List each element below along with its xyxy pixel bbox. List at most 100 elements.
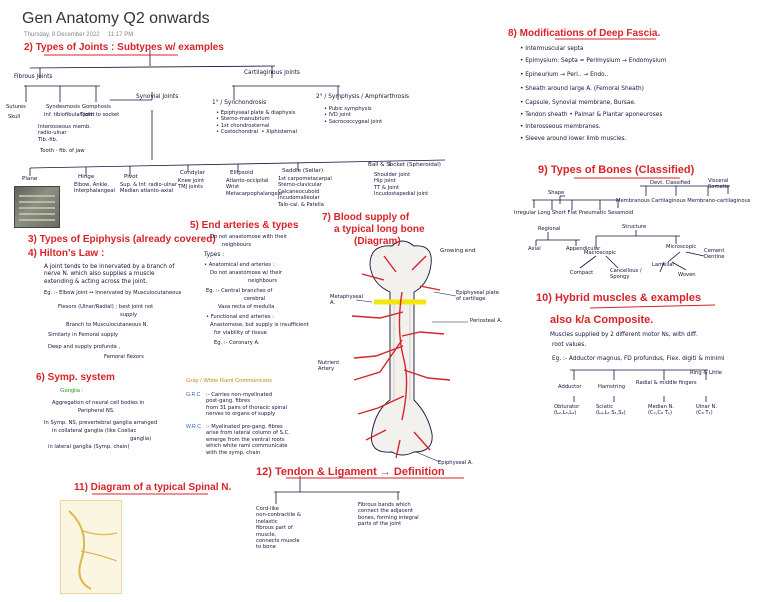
fascia-item-2: • Epimysium: Septa = Perimysium → Endomy…	[520, 58, 667, 64]
hybrid-ring-little-label: Ring & Little	[690, 370, 723, 376]
bones-appendicular-label: Appendicular	[566, 246, 601, 252]
end-arteries-example-1b: cerebral	[244, 296, 266, 302]
symp-line-3: In Symp. NS, prevertebral ganglia arrang…	[44, 420, 158, 426]
synovial-type-ellipsoid: Ellipsoid	[230, 170, 254, 176]
bones-axial-label: Axial	[528, 246, 541, 252]
fascia-item-1: • Intermuscular septa	[520, 46, 584, 52]
anatomical-end-arteries-desc: Do not anastomose w/ their	[210, 270, 283, 276]
synovial-type-plane: Plane	[22, 176, 38, 182]
plane-joint-photo-image	[14, 186, 60, 228]
synovial-type-condylar: Condylar	[180, 170, 206, 176]
rami-communicans-heading: Gray / White Rami Communicans	[186, 378, 273, 384]
ball-socket-examples: Shoulder joint Hip joint TT & Joint Incu…	[374, 172, 429, 198]
symp-line-5: ganglia)	[130, 436, 152, 442]
grc-description: :- Carries non-myelinated post-gang. fib…	[206, 392, 287, 418]
bones-microscopic-label: Microscopic	[666, 244, 697, 250]
joints-heading: 2) Types of Joints : Subtypes w/ example…	[24, 42, 224, 53]
bones-development-right: Visceral Somatic	[708, 178, 730, 191]
tendon-definition: Cord-like non-contractile & inelastic fi…	[256, 506, 301, 551]
fascia-item-5: • Capsule, Synovial membrane, Bursae.	[520, 100, 636, 106]
bones-shape-label: Shape	[548, 190, 565, 196]
blood-supply-heading-3: (Diagram)	[354, 236, 401, 247]
primary-cartilaginous-list: • Epiphyseal plate & diaphysis • Sterno-…	[216, 110, 297, 136]
fascia-item-8: • Sleeve around lower limb muscles.	[520, 136, 627, 142]
syndesmosis-label: Syndesmosis	[46, 104, 80, 110]
cartilaginous-joints-label: Cartilaginous Joints	[244, 70, 300, 76]
interosseous-note: Interosseous memb. radio-ulnar Tib.-fib.	[38, 124, 91, 143]
tendon-ligament-heading: 12) Tendon & Ligament → Definition	[256, 466, 445, 478]
bones-cancellous-label: Cancellous / Spongy	[610, 268, 642, 281]
hilton-example-3: supply	[120, 312, 138, 318]
hybrid-muscles-subheading: also k/a Composite.	[550, 314, 654, 326]
blood-supply-heading-2: a typical long bone	[334, 224, 425, 235]
deep-fascia-heading: 8) Modifications of Deep Fascia.	[508, 28, 661, 39]
primary-cartilaginous-label: 1° / Synchondrosis	[212, 100, 267, 106]
functional-end-arteries-desc-2: for viability of tissue	[214, 330, 267, 336]
synovial-joints-label: Synovial Joints	[136, 94, 179, 100]
hinge-examples: Elbow, Ankle, Interphalangeal	[74, 182, 115, 195]
secondary-cartilaginous-list: • Pubic symphysis • IVD joint • Sacrococ…	[324, 106, 383, 125]
hilton-example-4: Branch to Musculocutaneous N.	[66, 322, 149, 328]
synovial-type-saddle: Saddle (Sellar)	[282, 168, 324, 174]
fascia-item-7: • Interosseous membranes.	[520, 124, 601, 130]
gomphosis-label: Gomphosis	[82, 104, 111, 110]
bones-regional-label: Regional	[538, 226, 561, 232]
fascia-item-3: • Epineurium → Peri.. → Endo..	[520, 72, 609, 78]
symp-line-1: Aggregation of neural cell bodies in	[52, 400, 145, 406]
page-title: Gen Anatomy Q2 onwards	[22, 10, 210, 27]
ganglia-label: Ganglia :	[60, 388, 84, 394]
gomphosis-example: Tooth to socket	[80, 112, 120, 118]
ellipsoid-examples: Atlanto-occipital Wrist Metacarpophalang…	[226, 178, 283, 197]
saddle-examples: 1st carpometacarpal Sterno-clavicular Ca…	[278, 176, 332, 208]
hybrid-radial-middle-nerve: Median N. (C₇,C₈ T₁)	[648, 404, 675, 417]
bones-lamellar-label: Lamellar	[652, 262, 675, 268]
anatomical-end-arteries-desc-2: neighbours	[248, 278, 278, 284]
bones-development-items: Membranous Cartilaginous Membrano-cartil…	[616, 198, 751, 204]
hilton-definition: A joint tends to be innervated by a bran…	[44, 264, 175, 285]
hilton-example-6: Deep and supply profunda ,	[48, 344, 121, 350]
fascia-item-4: • Sheath around large A. (Femoral Sheath…	[520, 86, 644, 92]
bone-types-heading: 9) Types of Bones (Classified)	[538, 164, 695, 176]
metaphyseal-artery-label: Metaphyseal A.	[330, 294, 364, 307]
hybrid-muscles-heading: 10) Hybrid muscles & examples	[536, 292, 702, 304]
bones-development-label: Devt. Classified	[650, 180, 691, 186]
bones-structure-label: Structure	[622, 224, 647, 230]
page-date: Thursday, 8 December 2022	[24, 32, 100, 38]
hybrid-line-3: Eg. :- Adductor magnus, FD profundus, Fl…	[552, 356, 725, 362]
bones-compact-label: Compact	[570, 270, 594, 276]
functional-end-arteries: • Functional end arteries :	[206, 314, 274, 320]
page-time: 11:17 PM	[107, 32, 134, 38]
end-arteries-line-1: Do not anastomose with their	[210, 234, 288, 240]
epiphyseal-plate-label: Epiphyseal plate of cartilage	[456, 290, 499, 303]
periosteal-artery-label: Periosteal A.	[470, 318, 503, 324]
nutrient-artery-label: Nutrient Artery	[318, 360, 340, 373]
hybrid-hamstring-nerve: Sciatic (L₄,L₅ S₁,S₂)	[596, 404, 626, 417]
hybrid-hamstring-label: Hamstring	[598, 384, 626, 390]
symp-line-2: Peripheral NS.	[78, 408, 115, 414]
hybrid-line-2: root values.	[552, 342, 587, 348]
pivot-examples: Sup. & Inf. radio-ulnar Median atlanto-a…	[120, 182, 177, 195]
hilton-example-7: Femoral flexors	[104, 354, 144, 360]
end-arteries-heading: 5) End arteries & types	[190, 220, 299, 231]
epiphysis-heading: 3) Types of Epiphysis (already covered)	[28, 234, 216, 245]
bones-shape-items: Irregular Long Short Flat Pneumatic Sesa…	[514, 210, 634, 216]
hybrid-adductor-label: Adductor	[558, 384, 582, 390]
long-bone-diagram	[351, 240, 468, 463]
anatomical-end-arteries: • Anatomical end arteries :	[204, 262, 275, 268]
hybrid-ring-little-nerve: Ulnar N. (C₈ T₁)	[696, 404, 718, 417]
symp-line-4: in collateral ganglia (like Coeliac	[52, 428, 137, 434]
epiphyseal-artery-label: Epiphyseal A.	[438, 460, 473, 466]
fibrous-joints-label: Fibrous Joints	[14, 74, 53, 80]
end-arteries-example-1: Eg. :- Central branches of	[206, 288, 273, 294]
end-arteries-line-2: neighbours	[222, 242, 252, 248]
fibrous-note: Tooth - fib. of jaw	[40, 148, 85, 154]
hybrid-radial-middle-label: Radial & middle fingers	[636, 380, 697, 386]
bones-macroscopic-label: Macroscopic	[584, 250, 617, 256]
hybrid-adductor-nerve: Obturator (L₂,L₃,L₄)	[554, 404, 580, 417]
bones-cement-label: Cement Dentine	[704, 248, 725, 261]
page-datestamp: Thursday, 8 December 2022 11:17 PM	[24, 32, 133, 38]
symp-system-heading: 6) Symp. system	[36, 372, 115, 383]
secondary-cartilaginous-label: 2° / Symphysis / Amphiarthrosis	[316, 94, 409, 100]
spinal-nerve-sketch	[68, 510, 118, 590]
